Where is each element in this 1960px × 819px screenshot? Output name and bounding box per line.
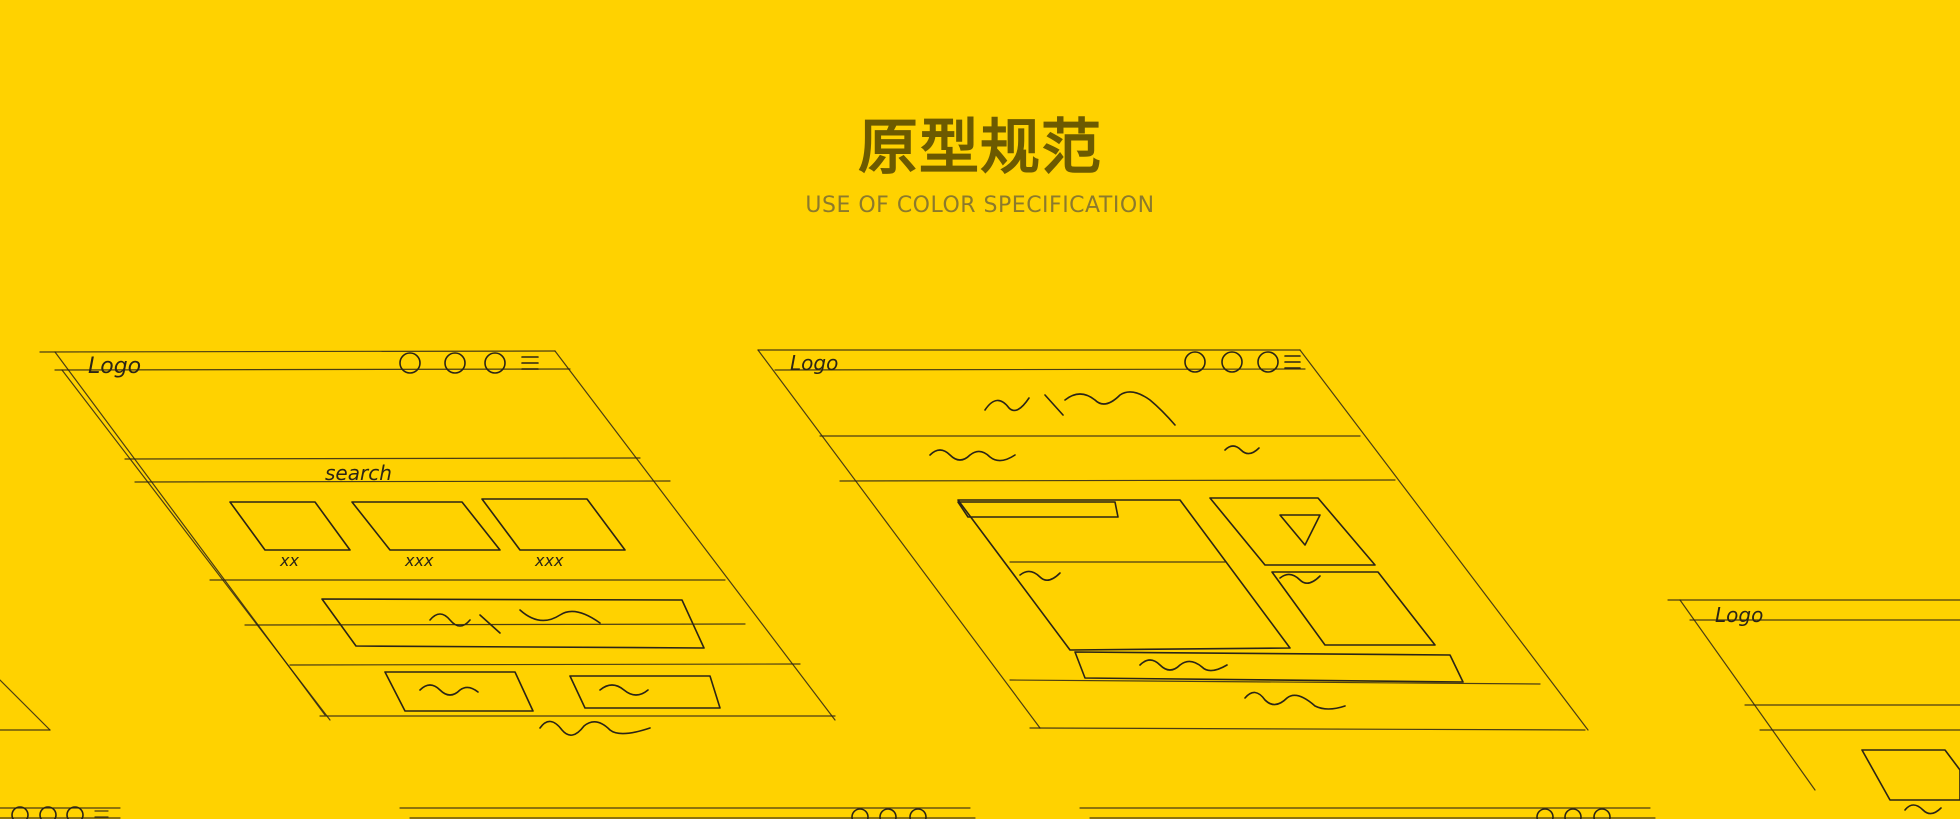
left-icon-circle-1 [399,352,421,374]
left-menu-icon [521,356,539,370]
middle-icon-circle-1 [1184,351,1206,373]
middle-icon-circle-3 [1257,351,1279,373]
page-title: 原型规范 [858,113,1102,183]
middle-logo-label: Logo [790,351,838,375]
left-icon-circle-3 [484,352,506,374]
left-card-label-3: xxx [534,551,564,570]
right-wireframe-sketch: Logo [1667,599,1960,815]
page-subtitle: USE OF COLOR SPECIFICATION [805,193,1155,218]
left-logo-label: Logo [88,354,141,379]
left-search-label: search [325,461,392,485]
bottom-sketch-fragments [0,679,1656,819]
middle-menu-icon [1284,355,1301,369]
middle-icon-circle-2 [1221,351,1243,373]
left-icon-circle-2 [444,352,466,374]
right-logo-label: Logo [1715,603,1763,627]
left-card-label-1: xx [279,551,299,570]
left-wireframe-sketch: Logo search xx xxx xxx [39,350,836,736]
middle-wireframe-sketch: Logo [757,349,1589,731]
left-card-label-2: xxx [404,551,434,570]
